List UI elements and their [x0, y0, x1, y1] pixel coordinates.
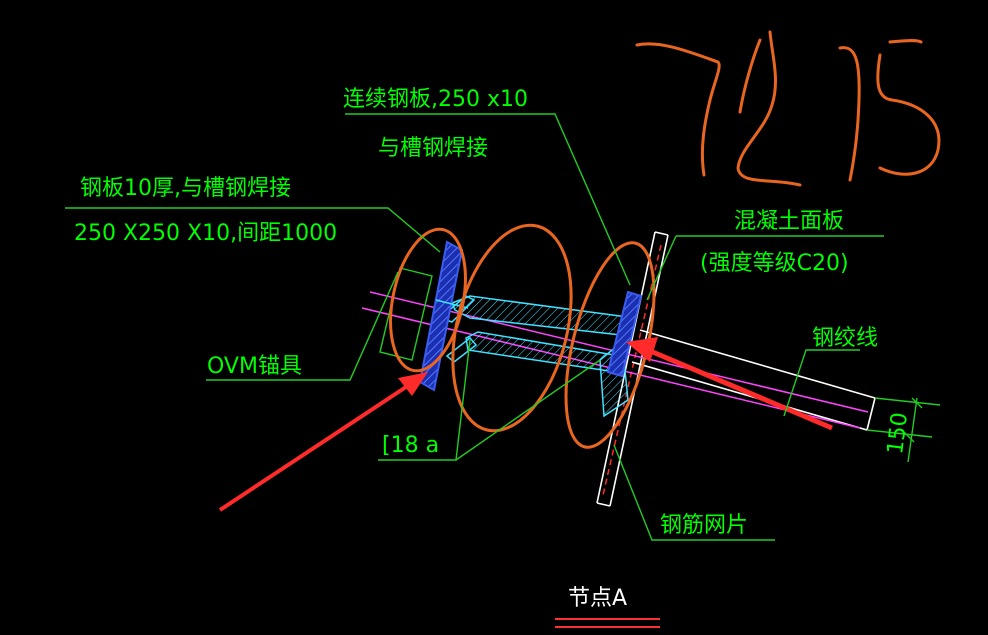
label-strand: 钢绞线 [812, 326, 878, 351]
drawing-title: 节点A [568, 586, 627, 611]
right-continuous-plate [606, 290, 643, 378]
strand-duct [631, 329, 876, 431]
label-concrete-slab-line1: 混凝土面板 [734, 209, 844, 234]
handwritten-markup [635, 30, 941, 187]
label-concrete-slab-line2: (强度等级C20) [700, 251, 849, 276]
dimension-150 [866, 397, 941, 463]
label-steel-plate-line1: 钢板10厚,与槽钢焊接 [80, 176, 291, 201]
ovm-anchor-outline [379, 267, 433, 361]
label-dimension-150: 150 [883, 411, 913, 456]
label-mesh: 钢筋网片 [660, 513, 748, 538]
label-continuous-plate-line1: 连续钢板,250 x10 [343, 87, 528, 112]
label-steel-plate-line2: 250 X250 X10,间距1000 [74, 221, 337, 246]
left-steel-plate [418, 240, 464, 392]
leader-lines [65, 113, 884, 541]
label-channel-18a: [18 a [382, 433, 439, 458]
label-continuous-plate-line2: 与槽钢焊接 [378, 136, 488, 161]
red-arrow-right [626, 337, 833, 431]
label-ovm-anchor: OVM锚具 [207, 354, 302, 379]
red-arrow-left [218, 372, 428, 512]
rebar-mesh [602, 244, 662, 496]
channel-steel-18a [438, 295, 636, 418]
